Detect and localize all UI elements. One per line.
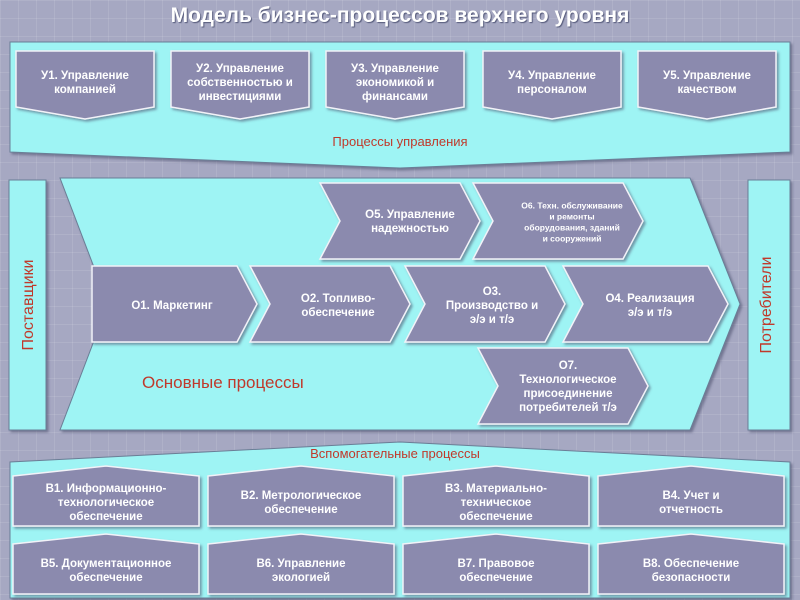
process-o6 [471,182,644,260]
process-o3 [403,265,566,343]
process-o4-label-line: О4. Реализация [605,293,694,305]
process-o3-label-line: О3. [483,286,502,298]
suppliers-bar [8,179,47,431]
core-processes-label: Основные процессы [142,373,304,392]
support-process-2 [207,465,395,527]
process-o6-label-line: и ремонты [549,212,594,222]
process-o1-label-line: О1. Маркетинг [131,300,213,312]
page-title: Модель бизнес-процессов верхнего уровня [170,4,630,27]
process-o5-label-line: О5. Управление [365,209,455,221]
support-process-6-label-line: экологией [272,572,330,584]
management-process-1-label-line: У1. Управление [41,70,129,82]
support-process-8-label-line: безопасности [652,572,731,584]
process-o1 [91,265,258,343]
management-process-5-label-line: У5. Управление [663,70,751,82]
process-o5 [318,182,481,260]
support-process-8 [597,533,785,595]
support-process-6-label-line: В6. Управление [256,558,345,570]
support-process-5-label-line: обеспечение [69,572,142,584]
process-o7-label-line: присоединение [524,388,613,400]
process-o4-label-line: э/э и т/э [628,307,673,319]
process-o5-label-line: надежностью [371,223,449,235]
support-process-3-label-line: техническое [461,497,532,509]
support-process-1-label-line: технологическое [58,497,154,509]
support-process-3 [402,465,590,527]
support-process-3-label-line: обеспечение [459,511,532,523]
support-process-1-label-line: В1. Информационно- [46,483,167,495]
management-process-1 [15,50,155,120]
management-process-1-label-line: компанией [54,84,116,96]
support-process-4-label-line: В4. Учет и [662,490,719,502]
management-process-2-label-line: инвестициями [199,91,282,103]
process-o7 [476,347,649,425]
support-process-4 [597,465,785,527]
management-process-4-label-line: персоналом [517,84,587,96]
consumers-bar [747,179,791,431]
support-panel [9,441,791,599]
process-o4 [561,265,729,343]
process-o2-label-line: обеспечение [301,307,374,319]
support-process-3-label-line: В3. Материально- [445,483,547,495]
management-process-2-label-line: собственностью и [187,77,293,89]
process-o6-label-line: и сооружений [543,234,602,244]
process-o3-label-line: Производство и [446,300,538,312]
management-process-3 [325,50,465,120]
support-process-7 [402,533,590,595]
support-process-1-label-line: обеспечение [69,511,142,523]
support-process-7-label-line: В7. Правовое [457,558,534,570]
management-process-2-label-line: У2. Управление [196,63,284,75]
management-process-3-label-line: финансами [362,91,428,103]
process-o7-label-line: Технологическое [519,374,616,386]
support-process-2-label-line: обеспечение [264,504,337,516]
support-label: Вспомогательные процессы [310,446,480,461]
management-process-3-label-line: У3. Управление [351,63,439,75]
support-process-7-label-line: обеспечение [459,572,532,584]
support-process-5-label-line: В5. Документационное [41,558,172,570]
management-process-3-label-line: экономикой и [356,77,434,89]
consumers-label: Потребители [758,257,775,354]
management-process-2 [170,50,310,120]
management-process-5-label-line: качеством [677,84,736,96]
suppliers-label: Поставщики [20,260,37,351]
process-o7-label-line: О7. [559,360,578,372]
support-process-2-label-line: В2. Метрологическое [241,490,362,502]
process-o6-label-line: оборудования, зданий [524,223,620,233]
process-o6-label-line: О6. Техн. обслуживание [521,201,623,211]
support-process-5 [12,533,200,595]
support-process-6 [207,533,395,595]
support-process-4-label-line: отчетность [659,504,723,516]
process-o7-label-line: потребителей т/э [519,402,617,414]
management-process-4 [482,50,622,120]
process-o3-label-line: э/э и т/э [470,314,515,326]
management-process-5 [637,50,777,120]
process-o2 [248,265,411,343]
management-process-4-label-line: У4. Управление [508,70,596,82]
support-process-8-label-line: В8. Обеспечение [643,558,739,570]
support-process-1 [12,465,200,527]
management-label: Процессы управления [332,134,467,149]
process-o2-label-line: О2. Топливо- [301,293,375,305]
